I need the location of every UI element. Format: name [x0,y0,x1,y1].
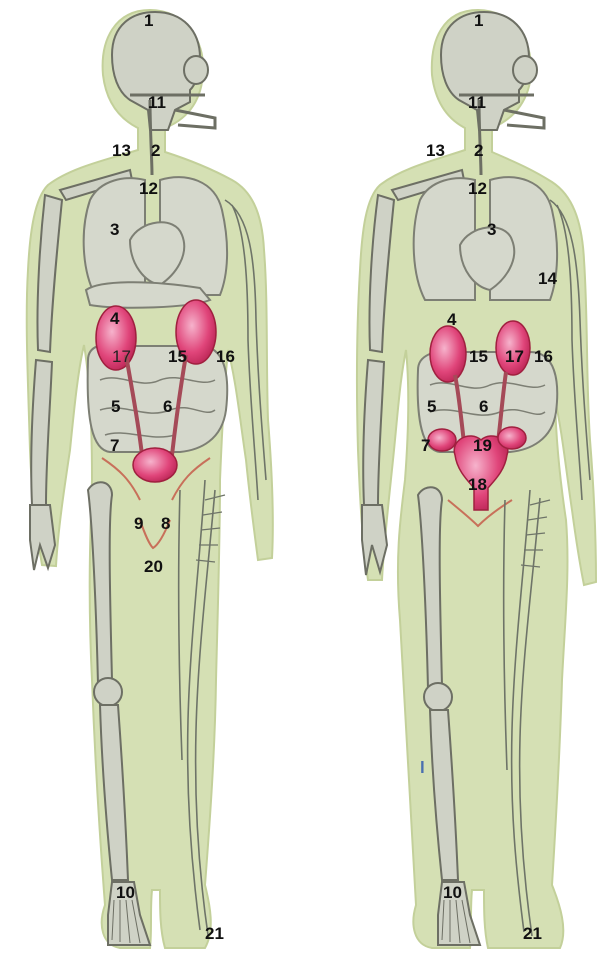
male-label-2: 2 [151,142,160,159]
male-jaw [184,56,208,84]
female-label-17: 17 [505,348,524,365]
male-label-1: 1 [144,12,153,29]
female-label-10: 10 [443,884,462,901]
female-knee [424,683,452,711]
female-label-6: 6 [479,398,488,415]
male-bladder [133,448,177,482]
female-ovary-left [428,429,456,451]
female-label-5: 5 [427,398,436,415]
male-label-13: 13 [112,142,131,159]
female-label-14: 14 [538,270,557,287]
male-label-21: 21 [205,925,224,942]
male-label-3: 3 [110,221,119,238]
female-label-4: 4 [447,311,456,328]
male-label-16: 16 [216,348,235,365]
male-label-12: 12 [139,180,158,197]
female-label-16: 16 [534,348,553,365]
female-kidney-left [430,326,466,382]
side-marker: l [420,758,425,778]
male-label-7: 7 [110,437,119,454]
female-label-7: 7 [421,437,430,454]
male-label-17: 17 [112,348,131,365]
female-label-13: 13 [426,142,445,159]
male-label-20: 20 [144,558,163,575]
female-label-1: 1 [474,12,483,29]
male-figure [27,10,273,948]
male-label-4: 4 [110,310,119,327]
male-label-6: 6 [163,398,172,415]
female-label-3: 3 [487,221,496,238]
female-label-2: 2 [474,142,483,159]
female-label-18: 18 [468,476,487,493]
male-label-11: 11 [148,94,166,111]
female-label-19: 19 [473,437,492,454]
male-label-10: 10 [116,884,135,901]
male-label-15: 15 [168,348,187,365]
female-jaw [513,56,537,84]
male-label-9: 9 [134,515,143,532]
female-label-11: 11 [468,94,486,111]
male-label-5: 5 [111,398,120,415]
male-label-8: 8 [161,515,170,532]
female-label-21: 21 [523,925,542,942]
male-knee [94,678,122,706]
female-ovary-right [498,427,526,449]
female-label-12: 12 [468,180,487,197]
female-label-15: 15 [469,348,488,365]
